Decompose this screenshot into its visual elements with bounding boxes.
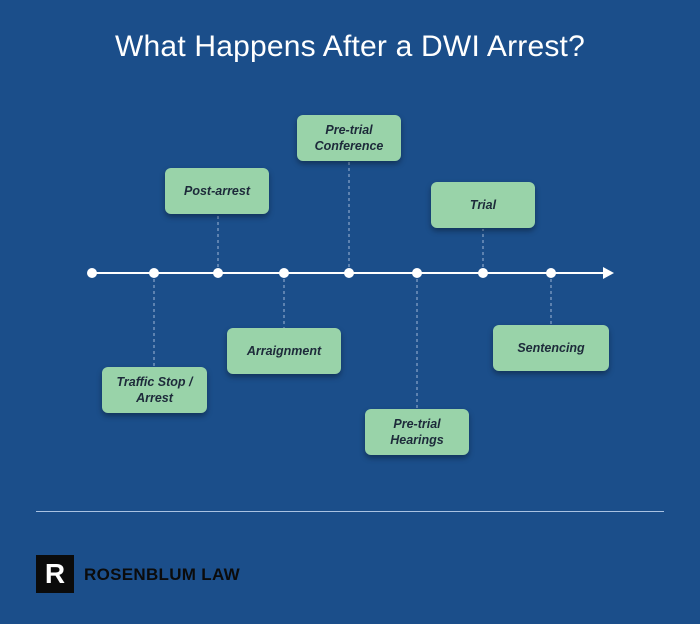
timeline-dot	[279, 268, 289, 278]
timeline-start-dot	[87, 268, 97, 278]
stage-label: Arraignment	[246, 344, 322, 358]
timeline-dot	[213, 268, 223, 278]
stage-label: Sentencing	[517, 341, 585, 355]
timeline-dot	[478, 268, 488, 278]
stage-label: Trial	[469, 198, 497, 212]
page-title: What Happens After a DWI Arrest?	[115, 30, 585, 63]
stage-box-arraignment: Arraignment	[227, 328, 341, 374]
stage-box-post-arrest: Post-arrest	[165, 168, 269, 214]
stage-label: Traffic Stop /Arrest	[116, 375, 193, 405]
brand-name: ROSENBLUM LAW	[84, 565, 240, 584]
stage-box-sentencing: Sentencing	[493, 325, 609, 371]
logo-mark: R	[36, 555, 74, 593]
timeline-dot	[412, 268, 422, 278]
footer-divider	[36, 511, 664, 512]
timeline-dot	[546, 268, 556, 278]
stage-box-traffic-stop: Traffic Stop /Arrest	[102, 367, 207, 413]
stage-box-trial: Trial	[431, 182, 535, 228]
timeline-arrowhead	[603, 267, 614, 279]
stage-label: Post-arrest	[184, 184, 250, 198]
timeline-dot	[344, 268, 354, 278]
timeline-dot	[149, 268, 159, 278]
